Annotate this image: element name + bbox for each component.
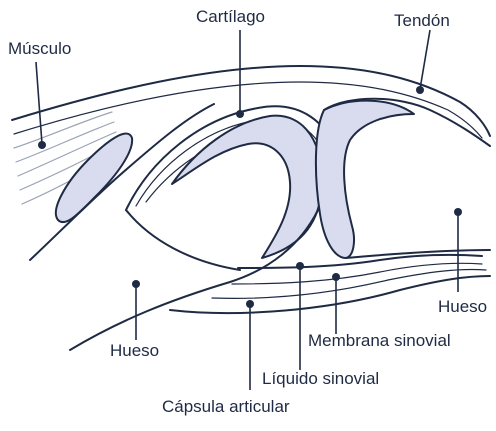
dot-membrana xyxy=(332,273,340,281)
label-membrana-sinovial: Membrana sinovial xyxy=(308,331,451,350)
label-musculo: Músculo xyxy=(8,39,71,58)
muscle-cartilage xyxy=(56,134,132,223)
label-capsula-articular: Cápsula articular xyxy=(162,397,290,416)
right-cartilage xyxy=(316,101,414,258)
dot-hueso-left xyxy=(132,280,140,288)
dot-cartilago xyxy=(236,110,244,118)
pointer-tendon xyxy=(420,30,430,89)
dot-tendon xyxy=(416,86,424,94)
label-hueso-left: Hueso xyxy=(110,341,159,360)
label-liquido-sinovial: Líquido sinovial xyxy=(262,369,379,388)
pointer-musculo xyxy=(36,62,42,144)
muscle-body xyxy=(30,104,214,260)
dot-liquido xyxy=(296,262,304,270)
dot-capsula xyxy=(246,300,254,308)
label-tendon: Tendón xyxy=(394,11,450,30)
dot-hueso-right xyxy=(454,208,462,216)
dot-musculo xyxy=(38,141,46,149)
label-cartilago: Cartílago xyxy=(196,7,265,26)
label-hueso-right: Hueso xyxy=(438,297,487,316)
